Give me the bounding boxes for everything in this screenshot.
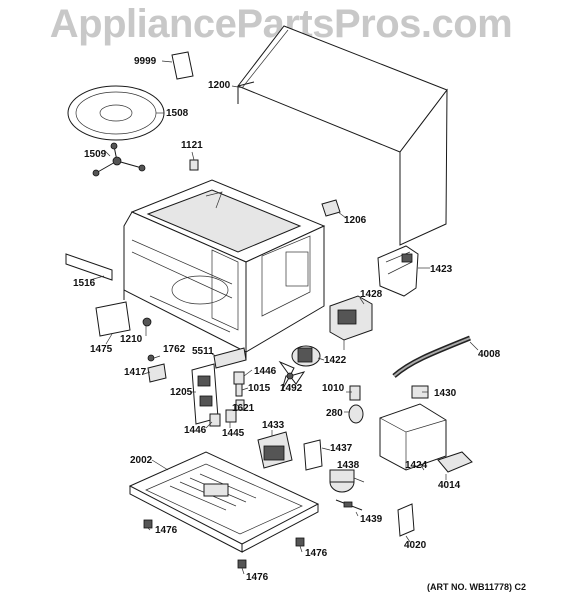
part-label-2002: 2002 [130, 455, 153, 466]
part-label-1492: 1492 [280, 383, 303, 394]
turntable-tray-1508 [67, 85, 165, 141]
part-label-1446-lower: 1446 [184, 425, 207, 436]
part-label-1015: 1015 [248, 383, 271, 394]
part-280 [348, 404, 364, 424]
transformer-1433 [257, 431, 293, 469]
part-label-1437: 1437 [330, 443, 353, 454]
part-label-1446-upper: 1446 [254, 366, 277, 377]
part-label-1121: 1121 [181, 140, 203, 151]
bracket-1206 [321, 199, 341, 217]
diode-1439 [335, 499, 363, 511]
foot-1476-c [237, 559, 247, 569]
part-label-1010: 1010 [322, 383, 345, 394]
switch-1445 [225, 409, 237, 423]
part-label-9999: 9999 [134, 56, 157, 67]
part-label-1475: 1475 [90, 344, 113, 355]
part-label-1428: 1428 [360, 289, 383, 300]
part-label-1424: 1424 [405, 460, 428, 471]
fan-motor-1422 [291, 345, 321, 367]
part-label-4020: 4020 [404, 540, 427, 551]
part-label-1509: 1509 [84, 149, 107, 160]
part-1621 [235, 399, 245, 411]
bracket-1437 [303, 439, 323, 471]
switch-1446-upper [233, 371, 245, 385]
wire-harness-4008 [392, 335, 471, 378]
part-label-1210: 1210 [120, 334, 143, 345]
part-label-1476-b: 1476 [305, 548, 328, 559]
duct-1424 [379, 403, 447, 471]
bracket-4014 [437, 451, 473, 473]
part-label-1433: 1433 [262, 420, 285, 431]
part-label-1476-a: 1476 [155, 525, 178, 536]
fuse-1015 [235, 383, 243, 397]
foot-1476-a [143, 519, 153, 529]
part-label-1200: 1200 [208, 80, 231, 91]
roller-support-1509 [92, 142, 146, 177]
part-label-280: 280 [326, 408, 343, 419]
strip-1516 [65, 253, 113, 281]
part-label-4008: 4008 [478, 349, 501, 360]
screw-1762 [147, 354, 155, 362]
base-plate-2002 [128, 451, 320, 553]
switch-1446-lower [209, 413, 221, 427]
part-label-1621: 1621 [232, 403, 255, 414]
part-label-1417: 1417 [124, 367, 147, 378]
part-label-5511: 5511 [192, 346, 214, 357]
plate-1475 [95, 301, 131, 337]
part-label-1423: 1423 [430, 264, 453, 275]
art-number: (ART NO. WB11778) C2 [426, 582, 526, 592]
clip-1121 [189, 159, 199, 171]
bracket-4020 [397, 503, 415, 537]
part-label-1476-c: 1476 [246, 572, 269, 583]
part-label-1508: 1508 [166, 108, 189, 119]
cavity-chassis [123, 179, 326, 360]
capacitor-1438 [329, 469, 355, 493]
part-label-1438: 1438 [337, 460, 360, 471]
part-label-1205: 1205 [170, 387, 193, 398]
fan-motor-1428 [329, 295, 373, 350]
fan-duct-1423 [377, 245, 419, 297]
foot-1476-b [295, 537, 305, 547]
part-label-4014: 4014 [438, 480, 461, 491]
bracket-5511 [213, 347, 247, 369]
part-1010 [349, 385, 361, 401]
part-label-1445: 1445 [222, 428, 245, 439]
fan-blade-1492 [278, 360, 306, 391]
outer-case-1200 [237, 25, 448, 246]
part-label-1422: 1422 [324, 355, 347, 366]
part-label-1762: 1762 [163, 344, 186, 355]
label-card-9999 [171, 51, 194, 80]
part-label-1430: 1430 [434, 388, 457, 399]
screw-1210 [142, 317, 152, 327]
part-label-1516: 1516 [73, 278, 96, 289]
switch-1417 [147, 363, 167, 383]
leader-lines [89, 60, 479, 575]
part-label-1439: 1439 [360, 514, 383, 525]
part-label-1206: 1206 [344, 215, 367, 226]
